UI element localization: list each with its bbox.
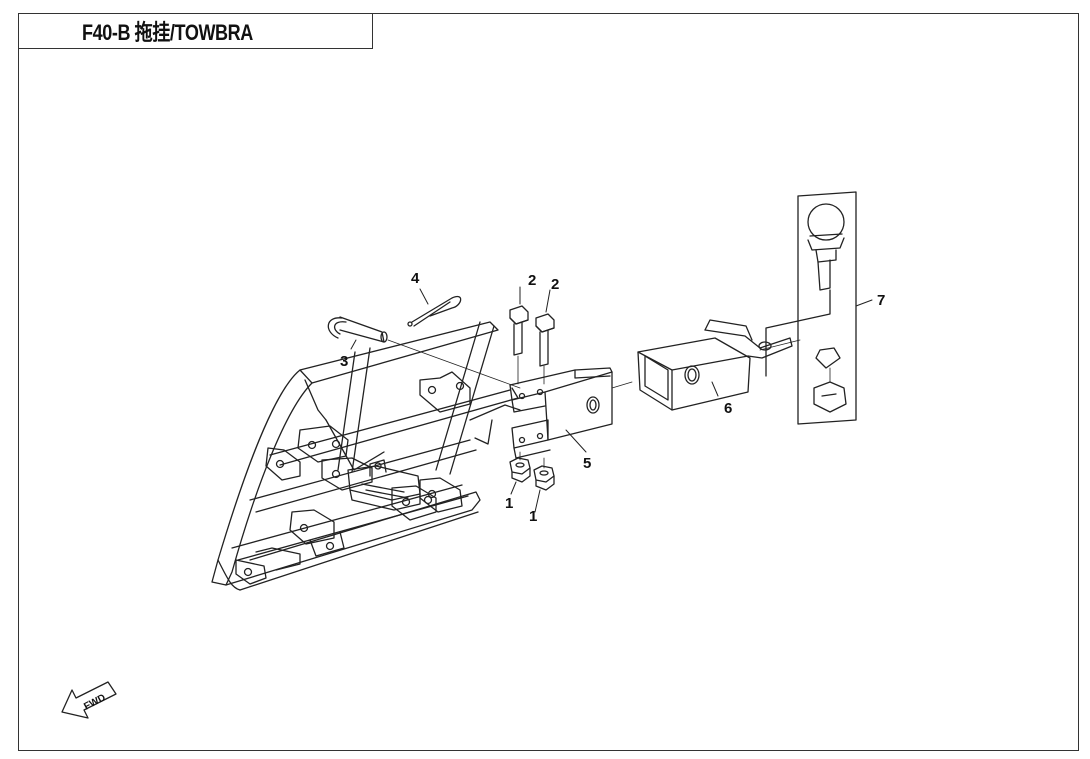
callout-1-right: 1 <box>529 508 537 525</box>
receiver-bracket <box>509 367 613 459</box>
assembly-center-lines <box>387 339 831 469</box>
flange-bolt-left <box>509 305 529 356</box>
frame-brackets <box>235 371 471 585</box>
callout-5: 5 <box>583 455 591 472</box>
hitch-pin <box>327 316 388 343</box>
hitch-ball-panel <box>765 191 857 425</box>
center-mount <box>347 459 421 511</box>
flange-bolt-right <box>535 313 555 367</box>
vehicle-frame <box>211 321 521 591</box>
callout-6: 6 <box>724 400 732 417</box>
hairpin-clip <box>407 295 462 327</box>
callout-3: 3 <box>340 353 348 370</box>
flange-nut-left <box>509 457 531 483</box>
callout-2-right: 2 <box>551 276 559 293</box>
drawing-frame <box>18 13 1079 751</box>
callout-1-left: 1 <box>505 495 513 512</box>
callout-4: 4 <box>411 270 420 287</box>
flange-nut-right <box>533 465 555 491</box>
forward-direction-arrow: FWD <box>61 681 117 719</box>
callout-leaders <box>350 286 873 513</box>
callout-2-left: 2 <box>528 272 536 289</box>
callout-7: 7 <box>877 292 885 309</box>
drawbar <box>637 319 793 411</box>
page-title: F40-B 拖挂/TOWBRA <box>82 19 253 45</box>
title-box: F40-B 拖挂/TOWBRA <box>18 13 373 49</box>
